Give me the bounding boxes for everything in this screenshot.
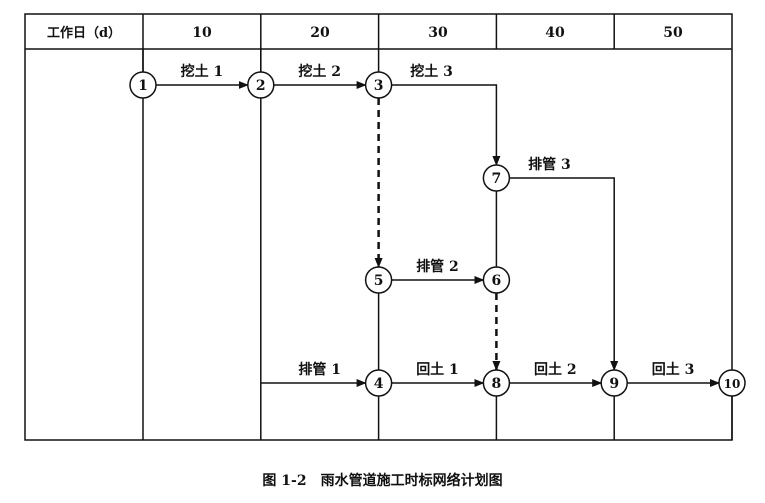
activity-label: 回土 3 [652, 361, 695, 378]
node-number: 8 [492, 376, 502, 392]
activity-arrow: 排管 3 [509, 156, 619, 371]
header-tick: 10 [192, 25, 212, 41]
event-node: 9 [600, 369, 628, 397]
activity-label: 挖土 2 [298, 63, 341, 80]
node-number: 9 [609, 376, 619, 392]
activity-label: 回土 1 [416, 361, 459, 378]
activity-label: 排管 2 [416, 258, 459, 275]
timeline-grid [24, 13, 733, 441]
node-circle [364, 369, 393, 397]
node-number: 2 [256, 78, 266, 94]
event-node: 4 [364, 369, 393, 397]
node-number: 5 [374, 273, 384, 289]
activity-arrow: 排管 1 [260, 361, 367, 387]
activity-label: 挖土 3 [410, 63, 453, 80]
node-circle [482, 266, 511, 294]
activities: 挖土 1 挖土 2 挖土 3 排管 3 排管 2 排管 1 回土 1 回土 2 回土 3 [156, 63, 720, 387]
header-label: 工作日（d） [47, 25, 121, 41]
activity-arrow: 挖土 1 [156, 63, 249, 89]
activity-label: 排管 3 [528, 156, 571, 173]
header-tick: 40 [545, 25, 565, 41]
activity-label: 排管 1 [298, 361, 341, 378]
node-circle [364, 71, 393, 99]
event-node: 8 [482, 369, 511, 397]
activity-arrow: 排管 2 [391, 258, 485, 284]
activity-label: 挖土 1 [181, 63, 224, 80]
activity-arrow: 挖土 3 [391, 63, 501, 166]
activity-label: 回土 2 [534, 361, 577, 378]
event-node: 7 [482, 164, 511, 192]
activity-arrow: 回土 2 [509, 361, 603, 387]
header-tick: 50 [663, 25, 683, 41]
node-number: 4 [374, 376, 384, 392]
node-number: 7 [492, 171, 502, 187]
node-number: 10 [724, 377, 741, 391]
event-node: 2 [247, 71, 275, 99]
activity-line [391, 84, 501, 166]
event-node: 10 [718, 369, 746, 397]
activity-arrow: 挖土 2 [273, 63, 367, 89]
node-number: 3 [374, 78, 384, 94]
timeline-header: 工作日（d） 10 20 30 40 50 [47, 25, 683, 41]
node-circle [247, 71, 275, 99]
node-number: 6 [492, 273, 502, 289]
header-tick: 20 [310, 25, 330, 41]
event-node: 1 [129, 71, 157, 99]
activity-arrow: 回土 1 [391, 361, 485, 387]
activity-line [509, 177, 619, 371]
figure-caption: 图 1-2 雨水管道施工时标网络计划图 [262, 473, 503, 489]
node-number: 1 [138, 78, 148, 94]
event-nodes: 1 2 3 7 5 6 4 8 9 10 [129, 71, 746, 397]
header-tick: 30 [428, 25, 448, 41]
node-circle [482, 369, 511, 397]
node-circle [482, 164, 511, 192]
node-circle [129, 71, 157, 99]
event-node: 5 [364, 266, 393, 294]
event-node: 6 [482, 266, 511, 294]
node-circle [718, 369, 746, 397]
node-circle [364, 266, 393, 294]
activity-arrow: 回土 3 [627, 361, 720, 387]
node-circle [600, 369, 628, 397]
event-node: 3 [364, 71, 393, 99]
